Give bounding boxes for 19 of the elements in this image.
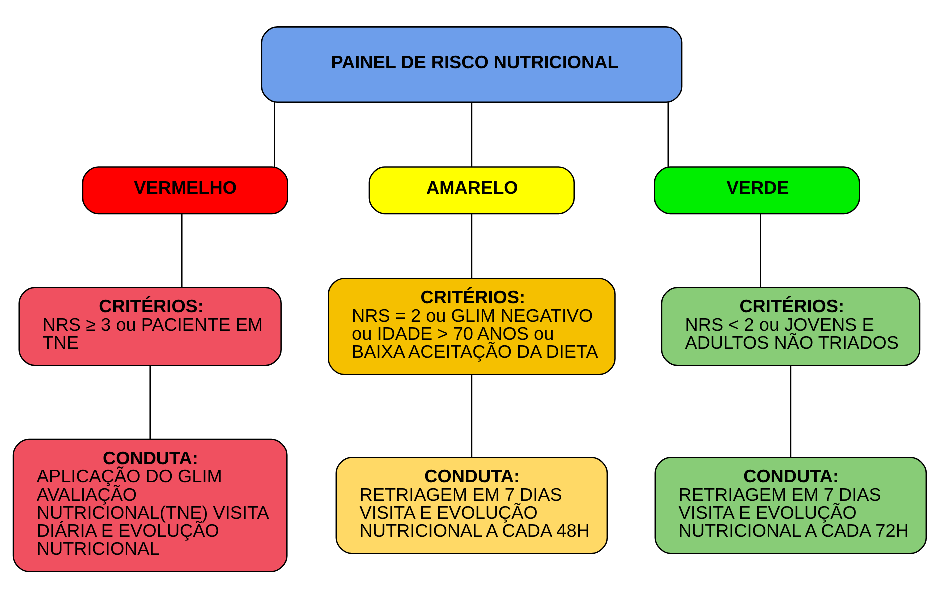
connector <box>471 374 473 457</box>
connector <box>274 102 276 167</box>
node-box: CONDUTA: RETRIAGEM EM 7 DIAS VISITA E EVOLUÇÃO NUTRICIONAL A CADA 72H <box>654 456 928 554</box>
node-box: VERDE <box>654 166 860 214</box>
node-box: VERMELHO <box>82 166 288 214</box>
connector <box>471 102 473 167</box>
connector <box>668 102 670 167</box>
node-box: CRITÉRIOS: NRS ≥ 3 ou PACIENTE EM TNE <box>18 286 282 366</box>
node-box: CRITÉRIOS: NRS = 2 ou GLIM NEGATIVO ou IDADE > 70 ANOS ou BAIXA ACEITAÇÃO DA DIETA <box>328 278 616 375</box>
connector <box>471 214 473 278</box>
node-box: PAINEL DE RISCO NUTRICIONAL <box>261 26 683 103</box>
node-box: CONDUTA: APLICAÇÃO DO GLIM AVALIAÇÃO NUTRICIONAL(TNE) VISITA DIÁRIA E EVOLUÇÃO NUTRICIONAL <box>12 438 288 572</box>
connector <box>760 214 762 287</box>
connector <box>181 214 183 287</box>
node-box: AMARELO <box>368 166 576 214</box>
node-box: CRITÉRIOS: NRS < 2 ou JOVENS E ADULTOS NÃO TRIADOS <box>661 286 921 366</box>
connector <box>150 366 151 439</box>
node-box: CONDUTA: RETRIAGEM EM 7 DIAS VISITA E EVOLUÇÃO NUTRICIONAL A CADA 48H <box>336 456 608 554</box>
connector <box>790 366 792 458</box>
